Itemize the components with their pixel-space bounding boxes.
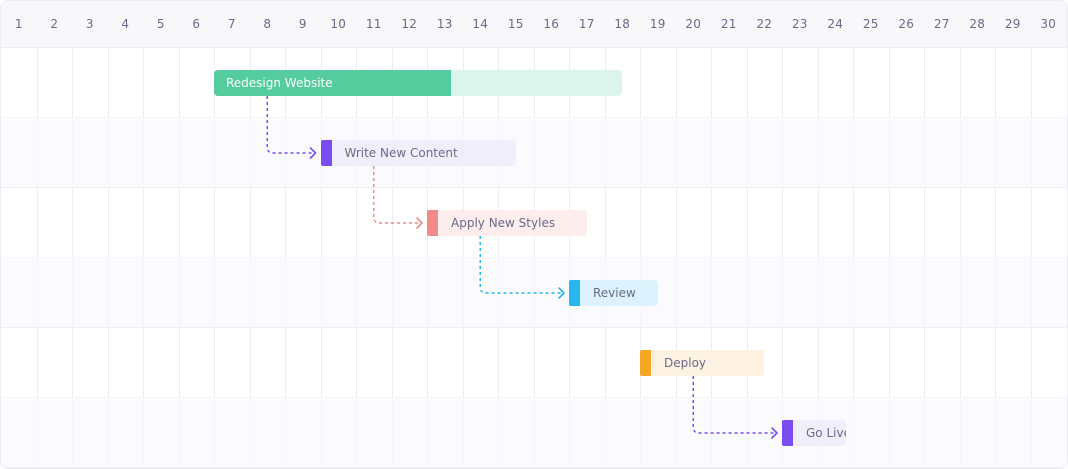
day-label: 24	[827, 17, 844, 31]
grid-line	[711, 1, 712, 468]
day-label: 21	[720, 17, 737, 31]
day-label: 27	[933, 17, 950, 31]
day-label: 25	[862, 17, 879, 31]
task-bar-content[interactable]: Write New Content	[320, 140, 516, 166]
task-label: Apply New Styles	[451, 216, 556, 230]
task-accent-marker	[782, 420, 793, 446]
day-label: 1	[14, 17, 23, 31]
day-label: 17	[578, 17, 595, 31]
day-label: 5	[156, 17, 165, 31]
grid-line	[924, 1, 925, 468]
task-progress-fill	[214, 70, 451, 96]
day-label: 4	[121, 17, 130, 31]
task-row	[1, 327, 1067, 398]
day-label: 11	[365, 17, 382, 31]
task-label: Review	[593, 286, 636, 300]
grid-line	[676, 1, 677, 468]
grid-line	[1031, 1, 1032, 468]
day-label: 15	[507, 17, 524, 31]
grid-line	[250, 1, 251, 468]
day-label: 22	[756, 17, 773, 31]
task-bar-review[interactable]: Review	[569, 280, 658, 306]
task-row	[1, 117, 1067, 188]
day-label: 19	[649, 17, 666, 31]
task-bar-redesign[interactable]: Redesign Website	[214, 70, 623, 96]
grid-line	[605, 1, 606, 468]
task-bar-styles[interactable]: Apply New Styles	[427, 210, 587, 236]
task-bar-golive[interactable]: Go Live!	[782, 420, 846, 446]
day-label: 18	[614, 17, 631, 31]
grid-line	[747, 1, 748, 468]
day-label: 7	[227, 17, 236, 31]
task-accent-marker	[320, 140, 332, 166]
task-label: Redesign Website	[226, 76, 333, 90]
task-label: Write New Content	[344, 146, 458, 160]
grid-line	[72, 1, 73, 468]
grid-line	[108, 1, 109, 468]
grid-line	[37, 1, 38, 468]
day-label: 8	[263, 17, 272, 31]
task-row	[1, 397, 1067, 468]
day-label: 13	[436, 17, 453, 31]
grid-line	[640, 1, 641, 468]
day-label: 3	[85, 17, 94, 31]
grid-line	[392, 1, 393, 468]
task-label: Go Live!	[806, 426, 846, 440]
day-label: 16	[543, 17, 560, 31]
day-label: 10	[330, 17, 347, 31]
grid-line	[356, 1, 357, 468]
task-row	[1, 257, 1067, 328]
task-label: Deploy	[664, 356, 707, 370]
day-label: 9	[298, 17, 307, 31]
grid-line	[179, 1, 180, 468]
day-label: 20	[685, 17, 702, 31]
task-accent-marker	[640, 350, 651, 376]
task-accent-marker	[569, 280, 580, 306]
grid-line	[853, 1, 854, 468]
day-label: 2	[50, 17, 59, 31]
grid-line	[214, 1, 215, 468]
grid-line	[960, 1, 961, 468]
grid-line	[782, 1, 783, 468]
day-label: 30	[1040, 17, 1057, 31]
day-label: 29	[1004, 17, 1021, 31]
grid-line	[285, 1, 286, 468]
task-bar-deploy[interactable]: Deploy	[640, 350, 765, 376]
day-label: 26	[898, 17, 915, 31]
grid-line	[995, 1, 996, 468]
day-label: 6	[192, 17, 201, 31]
day-label: 23	[791, 17, 808, 31]
grid-line	[889, 1, 890, 468]
day-label: 14	[472, 17, 489, 31]
task-accent-marker	[427, 210, 438, 236]
grid-line	[321, 1, 322, 468]
day-label: 28	[969, 17, 986, 31]
grid-line	[143, 1, 144, 468]
grid-line	[818, 1, 819, 468]
day-label: 12	[401, 17, 418, 31]
